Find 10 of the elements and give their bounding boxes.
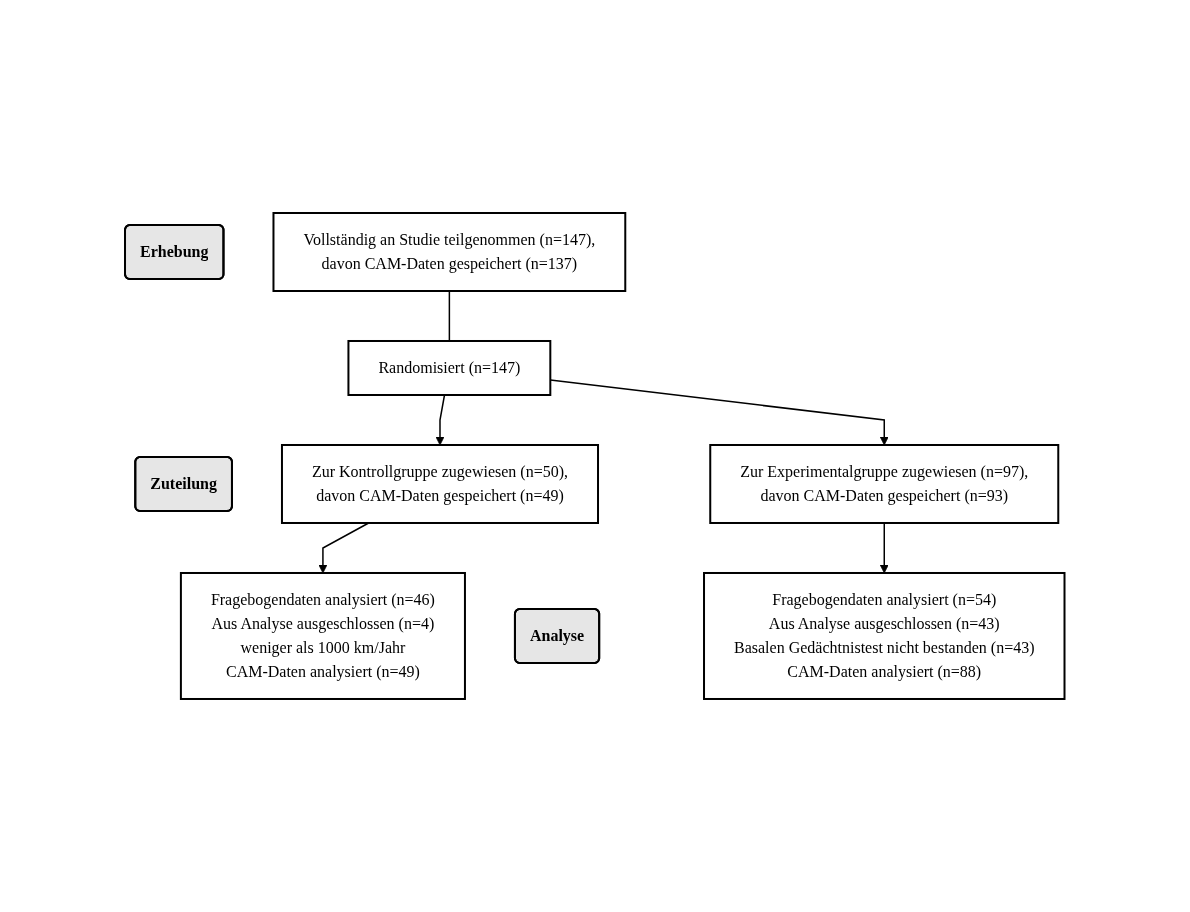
node-box: Zur Experimentalgruppe zugewiesen (n=97), davon CAM-Daten gespeichert (n=93) [709, 444, 1060, 524]
connector [448, 290, 451, 342]
node-box: Randomisiert (n=147) [347, 340, 552, 396]
node-box: Fragebogendaten analysiert (n=46) Aus Analyse ausgeschlossen (n=4) weniger als 1000 km/Jahr CAM-Daten analysiert (n=49) [180, 572, 467, 700]
node-box: Zur Kontrollgruppe zugewiesen (n=50), davon CAM-Daten gespeichert (n=49) [281, 444, 600, 524]
node-box: Fragebogendaten analysiert (n=54) Aus Analyse ausgeschlossen (n=43) Basalen Gedächtnistest nicht bestanden (n=43) CAM-Daten analysiert (n=88) [703, 572, 1066, 700]
arrow [435, 394, 446, 446]
arrow [880, 522, 889, 574]
arrow [318, 522, 370, 574]
node-box: Vollständig an Studie teilgenommen (n=147), davon CAM-Daten gespeichert (n=137) [272, 212, 627, 292]
